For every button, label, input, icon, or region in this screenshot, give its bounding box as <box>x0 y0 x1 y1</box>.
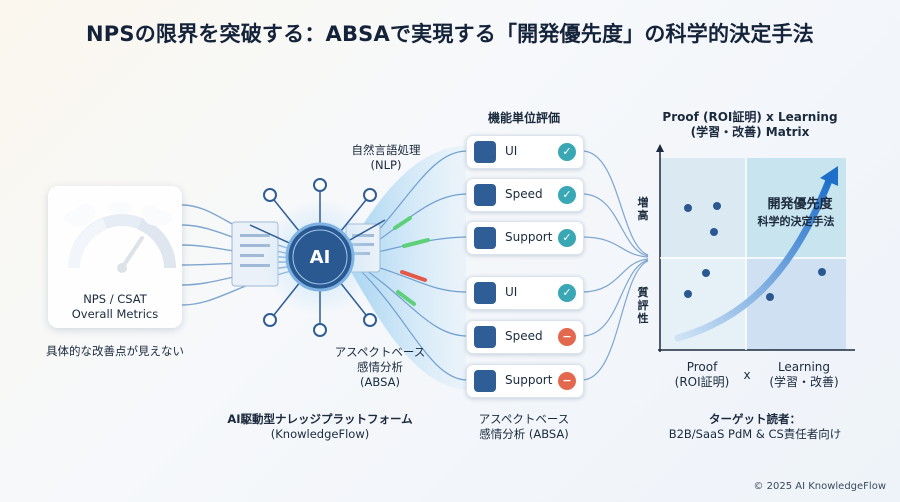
list-icon <box>474 282 496 304</box>
x-axis-right-label: Learning (学習・改善) <box>756 360 852 390</box>
feature-label: UI <box>505 285 518 299</box>
quadrant-title: 開発優先度 <box>767 197 833 212</box>
feature-label: UI <box>505 144 518 158</box>
nps-metrics-card <box>48 186 182 328</box>
features-heading: 機能単位評価 <box>487 111 560 125</box>
feature-card-ui-positive: UI ✓ <box>466 135 584 169</box>
absa-label-line1: アスペクトベース <box>334 345 426 359</box>
nps-caption: 具体的な改善点が見えない <box>46 344 184 358</box>
check-icon: ✓ <box>558 186 576 204</box>
feature-label: Support <box>505 230 553 244</box>
x-axis-left-line1: Proof <box>686 360 718 374</box>
check-icon: ✓ <box>558 284 576 302</box>
y-axis-bottom-label: 質評性 <box>637 286 649 325</box>
absa-label-line3: (ABSA) <box>360 375 400 389</box>
feature-label: Speed <box>505 187 543 201</box>
ai-hub-label: AI <box>309 247 331 268</box>
absa-label: アスペクトベース 感情分析 (ABSA) <box>330 345 430 390</box>
x-axis-separator: x <box>743 368 751 382</box>
support-person-icon <box>474 370 496 392</box>
nps-label-line1: NPS / CSAT <box>83 292 147 306</box>
audience-block: ターゲット読者： B2B/SaaS PdM & CS責任者向け <box>640 412 870 442</box>
platform-name-title: AI駆動型ナレッジプラットフォーム <box>227 412 413 426</box>
ai-hub <box>249 178 386 337</box>
speedometer-icon <box>474 184 496 206</box>
feature-card-speed-negative: Speed − <box>466 320 584 354</box>
feature-label: Support <box>505 373 553 387</box>
y-axis-top-label: 増高 <box>637 196 649 222</box>
nlp-label: 自然言語処理 (NLP) <box>336 143 436 173</box>
matrix-heading-line1: Proof (ROI証明) x Learning <box>662 110 838 124</box>
platform-name-sub: (KnowledgeFlow) <box>270 427 370 441</box>
matrix-heading: Proof (ROI証明) x Learning (学習・改善) Matrix <box>640 110 860 140</box>
check-icon: ✓ <box>558 229 576 247</box>
window-icon <box>474 141 496 163</box>
minus-icon: − <box>558 372 576 390</box>
copyright: © 2025 AI KnowledgeFlow <box>753 481 886 492</box>
speedometer-icon <box>474 326 496 348</box>
page-title: NPSの限界を突破する：ABSAで実現する「開発優先度」の科学的決定手法 <box>86 22 814 46</box>
nlp-label-line2: (NLP) <box>370 158 402 172</box>
matrix-heading-line2: (学習・改善) Matrix <box>690 125 810 139</box>
features-footer-line2: 感情分析 (ABSA) <box>479 427 569 441</box>
audience-text: B2B/SaaS PdM & CS責任者向け <box>668 427 842 441</box>
nlp-label-line1: 自然言語処理 <box>351 143 421 157</box>
nps-label-line2: Overall Metrics <box>71 307 159 321</box>
priority-matrix <box>656 144 855 352</box>
feature-card-support-positive: Support ✓ <box>466 221 584 255</box>
feature-label: Speed <box>505 329 543 343</box>
output-flow-lines <box>581 150 649 381</box>
analysis-beam <box>350 145 466 390</box>
x-axis-right-line1: Learning <box>777 360 831 374</box>
features-footer-line1: アスペクトベース <box>478 412 570 426</box>
audience-heading: ターゲット読者： <box>709 412 801 426</box>
absa-label-line2: 感情分析 <box>357 360 403 374</box>
minus-icon: − <box>558 328 576 346</box>
check-icon: ✓ <box>558 143 576 161</box>
platform-name: AI駆動型ナレッジプラットフォーム (KnowledgeFlow) <box>200 412 440 442</box>
feature-card-ui-positive-2: UI ✓ <box>466 276 584 310</box>
feature-card-support-negative: Support − <box>466 364 584 398</box>
quadrant-subtitle: 科学的決定手法 <box>757 215 835 228</box>
feature-card-speed-positive: Speed ✓ <box>466 178 584 212</box>
x-axis-left-label: Proof (ROI証明) <box>660 360 744 390</box>
x-axis-right-line2: (学習・改善) <box>769 375 839 389</box>
x-axis-left-line2: (ROI証明) <box>674 375 730 389</box>
support-person-icon <box>474 227 496 249</box>
sentiment-markers <box>393 216 430 306</box>
nps-label: NPS / CSAT Overall Metrics <box>48 292 182 322</box>
features-footer: アスペクトベース 感情分析 (ABSA) <box>456 412 592 442</box>
